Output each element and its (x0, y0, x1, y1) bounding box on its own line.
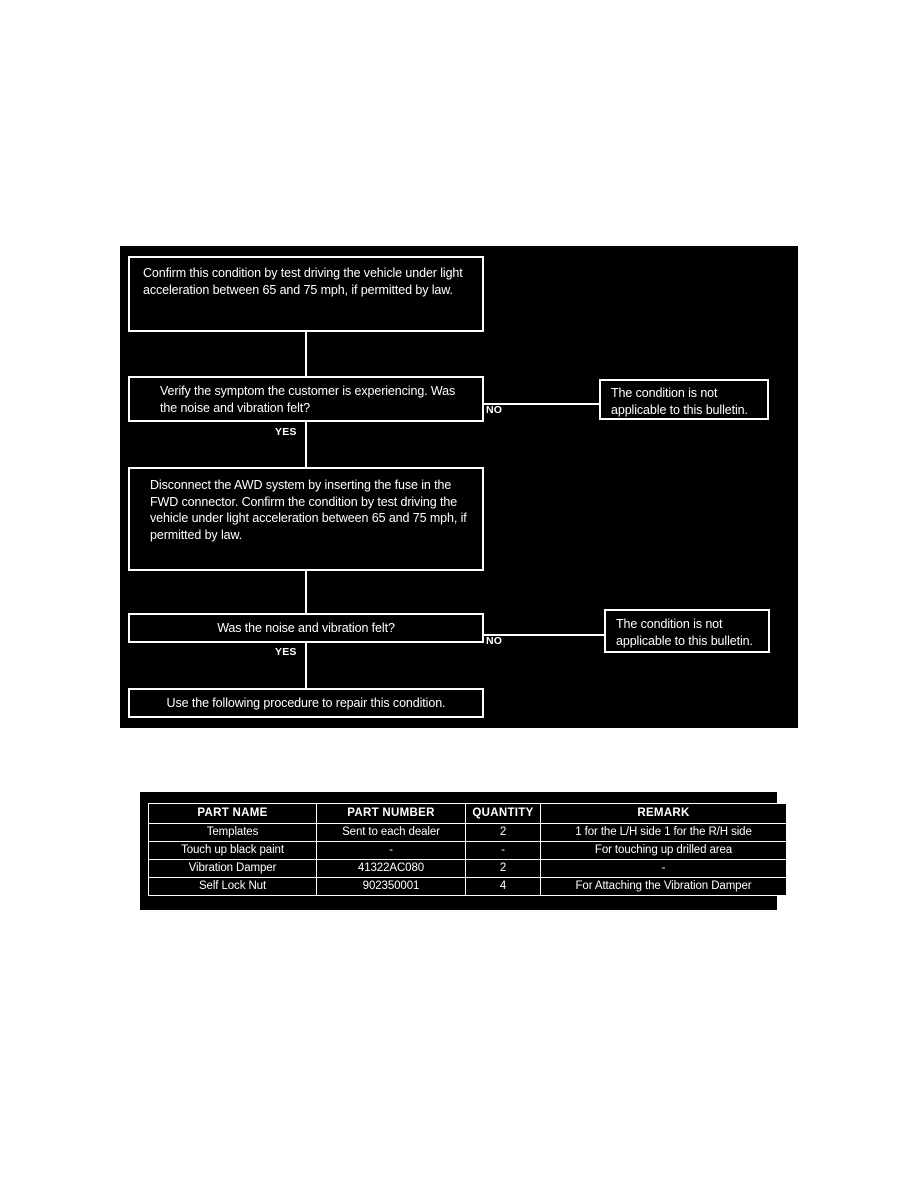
cell-part-name: Touch up black paint (148, 841, 317, 860)
flowchart-node-text: The condition is not applicable to this … (616, 617, 753, 648)
edge-label-yes-1: YES (275, 426, 297, 438)
cell-quantity: 2 (465, 823, 541, 842)
cell-part-number: - (316, 841, 466, 860)
cell-part-number: 902350001 (316, 877, 466, 896)
cell-quantity: 4 (465, 877, 541, 896)
flowchart-node-confirm-condition: Confirm this condition by test driving t… (128, 256, 484, 332)
column-header-remark: REMARK (540, 803, 787, 824)
flowchart-node-text: Confirm this condition by test driving t… (143, 266, 463, 297)
cell-part-name: Self Lock Nut (148, 877, 317, 896)
column-header-quantity: QUANTITY (465, 803, 541, 824)
parts-table-panel: PART NAME PART NUMBER QUANTITY REMARK Te… (140, 792, 787, 910)
parts-table: PART NAME PART NUMBER QUANTITY REMARK Te… (148, 803, 787, 896)
cell-part-number: Sent to each dealer (316, 823, 466, 842)
table-row: Touch up black paint - - For touching up… (148, 841, 787, 860)
cell-remark: 1 for the L/H side 1 for the R/H side (540, 823, 787, 842)
flowchart-node-text: The condition is not applicable to this … (611, 386, 748, 417)
table-row: Templates Sent to each dealer 2 1 for th… (148, 823, 787, 842)
flowchart-node-disconnect-awd: Disconnect the AWD system by inserting t… (128, 467, 484, 571)
flowchart-node-noise-felt: Was the noise and vibration felt? (128, 613, 484, 643)
cell-part-number: 41322AC080 (316, 859, 466, 878)
edge-label-no-1: NO (486, 404, 503, 416)
table-row: Vibration Damper 41322AC080 2 - (148, 859, 787, 878)
flowchart-node-not-applicable-2: The condition is not applicable to this … (604, 609, 770, 653)
column-header-part-name: PART NAME (148, 803, 317, 824)
flowchart-node-use-procedure: Use the following procedure to repair th… (128, 688, 484, 718)
cell-remark: For Attaching the Vibration Damper (540, 877, 787, 896)
table-header-row: PART NAME PART NUMBER QUANTITY REMARK (148, 803, 787, 824)
cell-remark: - (540, 859, 787, 878)
flowchart-node-text: Use the following procedure to repair th… (166, 695, 446, 710)
cell-part-name: Vibration Damper (148, 859, 317, 878)
connector-noise-no (484, 634, 604, 636)
flowchart-node-text: Disconnect the AWD system by inserting t… (150, 478, 467, 542)
cell-quantity: 2 (465, 859, 541, 878)
connector-confirm-to-verify (305, 332, 307, 376)
edge-label-no-2: NO (486, 635, 503, 647)
flowchart-panel: Confirm this condition by test driving t… (120, 246, 798, 728)
flowchart-node-text: Was the noise and vibration felt? (217, 620, 395, 635)
flowchart-node-not-applicable-1: The condition is not applicable to this … (599, 379, 769, 420)
cell-quantity: - (465, 841, 541, 860)
table-row: Self Lock Nut 902350001 4 For Attaching … (148, 877, 787, 896)
connector-noise-yes (305, 643, 307, 688)
cell-remark: For touching up drilled area (540, 841, 787, 860)
flowchart-node-verify-symptom: Verify the symptom the customer is exper… (128, 376, 484, 422)
connector-verify-no (484, 403, 599, 405)
flowchart-node-text: Verify the symptom the customer is exper… (160, 384, 456, 415)
column-header-part-number: PART NUMBER (316, 803, 466, 824)
connector-verify-yes (305, 422, 307, 467)
edge-label-yes-2: YES (275, 646, 297, 658)
connector-disconnect-to-noise (305, 571, 307, 613)
cell-part-name: Templates (148, 823, 317, 842)
